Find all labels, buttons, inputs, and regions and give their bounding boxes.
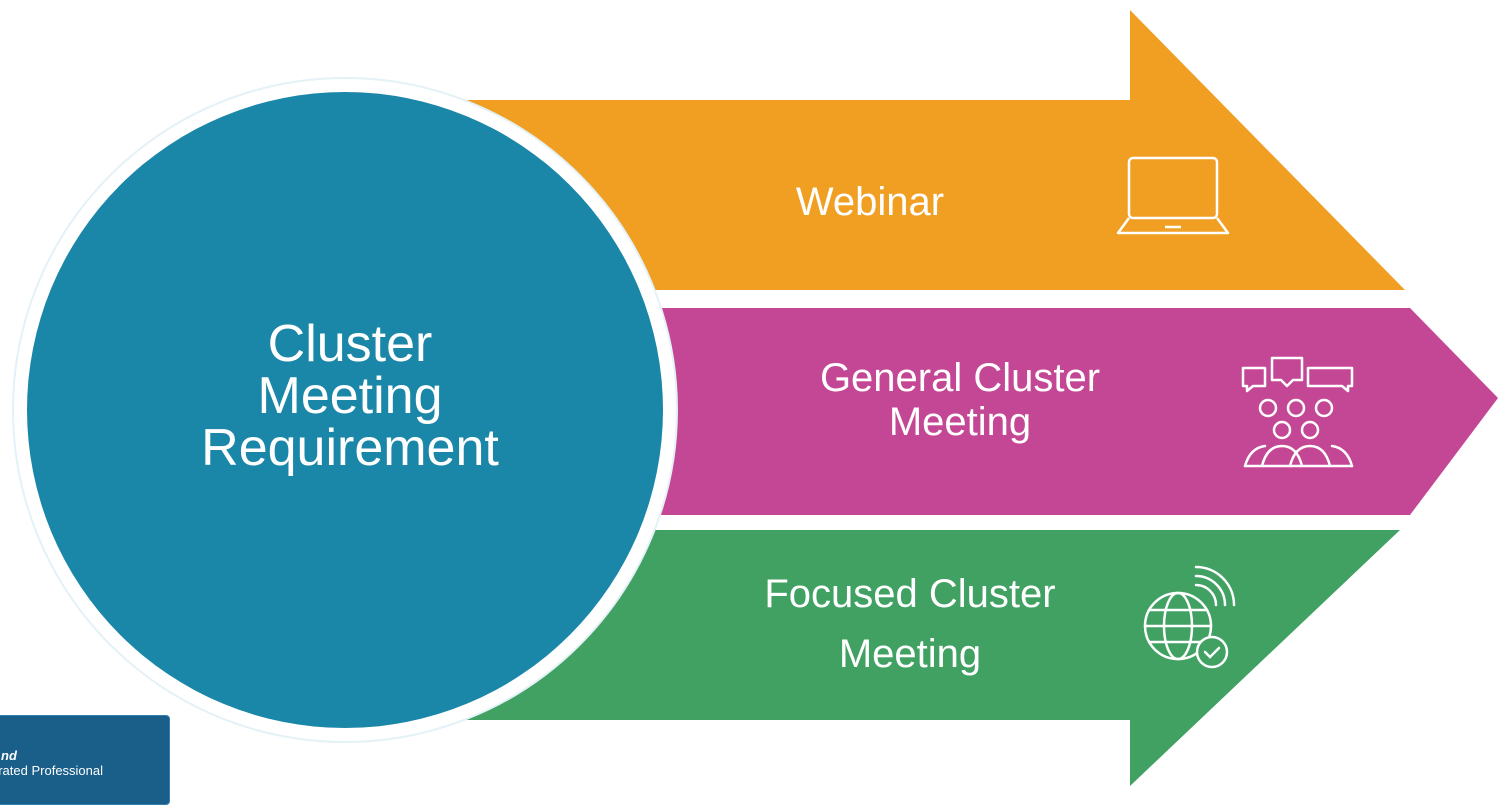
center-title-line-3: Requirement bbox=[201, 419, 499, 477]
webinar-arrow bbox=[460, 10, 1405, 290]
laptop-icon bbox=[1116, 156, 1230, 235]
webinar-label: Webinar bbox=[720, 180, 1020, 224]
general-cluster-meeting-label-line-1: General Cluster bbox=[819, 356, 1101, 400]
diagram-canvas bbox=[12, 10, 1498, 786]
focused-cluster-meeting-label-line-1: Focused Cluster bbox=[764, 572, 1056, 616]
focused-cluster-meeting-label-line-2: Meeting bbox=[838, 632, 982, 676]
logo-badge: nd grated Professional bbox=[0, 715, 170, 805]
center-circle bbox=[27, 92, 663, 728]
webinar-label-line-1: Webinar bbox=[795, 180, 945, 224]
center-title-line-1: Cluster bbox=[267, 315, 433, 373]
focused-cluster-meeting-arrow bbox=[460, 530, 1400, 786]
general-cluster-meeting-arrow bbox=[460, 308, 1498, 515]
center-title-line-2: Meeting bbox=[257, 367, 443, 425]
focused-cluster-meeting-label: Focused Cluster Meeting bbox=[720, 564, 1100, 684]
group-discussion-icon bbox=[1241, 356, 1354, 468]
globe-check-icon bbox=[1143, 565, 1236, 669]
general-cluster-meeting-label: General Cluster Meeting bbox=[770, 356, 1150, 444]
center-title: Cluster Meeting Requirement bbox=[90, 318, 610, 474]
general-cluster-meeting-label-line-2: Meeting bbox=[888, 400, 1032, 444]
logo-badge-line-1: nd bbox=[1, 748, 17, 763]
logo-badge-line-2: grated Professional bbox=[0, 763, 104, 778]
